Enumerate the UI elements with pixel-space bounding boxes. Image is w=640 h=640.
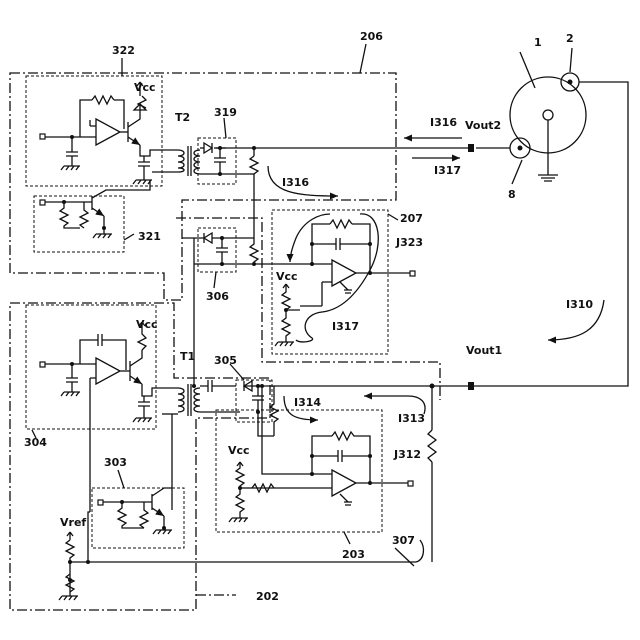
op-amp-304 bbox=[96, 358, 120, 384]
label-8: 8 bbox=[508, 188, 516, 201]
transformer-t1 bbox=[178, 388, 184, 412]
label-t2: T2 bbox=[175, 111, 190, 124]
label-2: 2 bbox=[566, 32, 574, 45]
label-vref: Vref bbox=[60, 516, 86, 529]
label-j312: J312 bbox=[393, 448, 421, 461]
label-306: 306 bbox=[206, 290, 229, 303]
label-202: 202 bbox=[256, 590, 279, 603]
label-322: 322 bbox=[112, 44, 135, 57]
label-1: 1 bbox=[534, 36, 542, 49]
label-vcc-207: Vcc bbox=[276, 270, 298, 283]
label-i316-mid: I316 bbox=[282, 176, 309, 189]
label-i314: I314 bbox=[294, 396, 321, 409]
op-amp-207 bbox=[332, 260, 356, 286]
label-j323: J323 bbox=[395, 236, 423, 249]
label-i317-top: I317 bbox=[434, 164, 461, 177]
label-307: 307 bbox=[392, 534, 415, 547]
block-203-box bbox=[216, 410, 382, 532]
label-t1: T1 bbox=[180, 350, 195, 363]
label-vout2: Vout2 bbox=[465, 119, 501, 132]
label-206: 206 bbox=[360, 30, 383, 43]
label-321: 321 bbox=[138, 230, 161, 243]
label-304: 304 bbox=[24, 436, 47, 449]
label-203: 203 bbox=[342, 548, 365, 561]
label-vcc-203: Vcc bbox=[228, 444, 250, 457]
label-i313: I313 bbox=[398, 412, 425, 425]
op-amp-203 bbox=[332, 470, 356, 496]
label-vcc-304: Vcc bbox=[136, 318, 158, 331]
block-321-box bbox=[34, 196, 124, 252]
label-vcc-322: Vcc bbox=[134, 81, 156, 94]
motor-1-shaft bbox=[543, 110, 553, 120]
label-303: 303 bbox=[104, 456, 127, 469]
diode-306 bbox=[204, 233, 212, 243]
op-amp-322 bbox=[96, 119, 120, 145]
diode-319 bbox=[204, 143, 212, 153]
label-i317-loop: I317 bbox=[332, 320, 359, 333]
label-319: 319 bbox=[214, 106, 237, 119]
vout1-node bbox=[468, 382, 474, 390]
label-i310: I310 bbox=[566, 298, 593, 311]
transformer-t2 bbox=[178, 150, 184, 172]
label-vout1: Vout1 bbox=[466, 344, 502, 357]
label-207: 207 bbox=[400, 212, 423, 225]
label-i316-top: I316 bbox=[430, 116, 457, 129]
vout2-node bbox=[468, 144, 474, 152]
label-305: 305 bbox=[214, 354, 237, 367]
block-303-box bbox=[92, 488, 184, 548]
